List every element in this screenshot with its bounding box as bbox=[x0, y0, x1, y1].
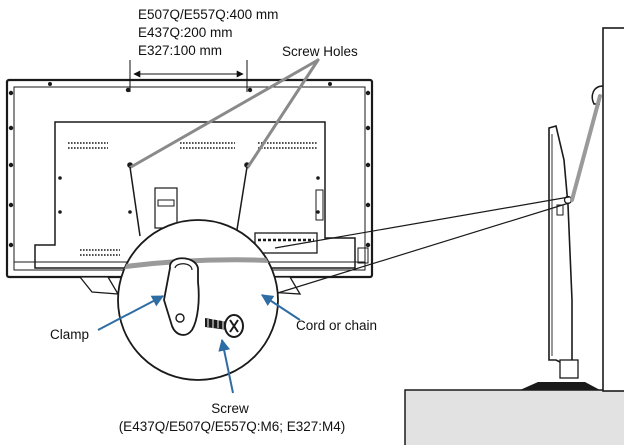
tv-rear-view bbox=[5, 78, 374, 295]
tv-side-view bbox=[404, 27, 624, 445]
wall-hook bbox=[591, 85, 604, 105]
tv-stand-foot bbox=[520, 382, 600, 390]
cover-screws bbox=[58, 176, 320, 214]
tv-stand-left bbox=[78, 276, 120, 295]
screw-spec-label: (E437Q/E507Q/E557Q:M6; E327:M4) bbox=[119, 419, 346, 434]
clamp-label: Clamp bbox=[50, 327, 89, 342]
spec-line-1: E507Q/E557Q:400 mm bbox=[138, 7, 278, 22]
tv-panel-side bbox=[548, 125, 573, 363]
zoom-lines bbox=[267, 196, 570, 297]
screw-part bbox=[205, 314, 244, 338]
wall bbox=[602, 27, 624, 392]
detail-cone bbox=[129, 166, 248, 237]
spec-line-3: E327:100 mm bbox=[138, 43, 222, 58]
cord-label: Cord or chain bbox=[296, 318, 377, 333]
tv-stand-base bbox=[559, 359, 579, 379]
label-pointers bbox=[97, 294, 301, 394]
screw-label: Screw bbox=[211, 401, 249, 416]
back-cover bbox=[34, 121, 356, 269]
screw-holes-label: Screw Holes bbox=[282, 44, 358, 59]
cabinet bbox=[404, 389, 624, 445]
clamp-part bbox=[163, 257, 200, 336]
cord-to-wall bbox=[570, 94, 602, 202]
vent-slots bbox=[68, 142, 318, 256]
hole-spacing-dimension bbox=[129, 60, 248, 92]
spec-line-2: E437Q:200 mm bbox=[138, 25, 233, 40]
detail-magnifier bbox=[117, 219, 279, 381]
screw-holes-pointers bbox=[129, 58, 320, 169]
frame-screws bbox=[8, 82, 371, 248]
